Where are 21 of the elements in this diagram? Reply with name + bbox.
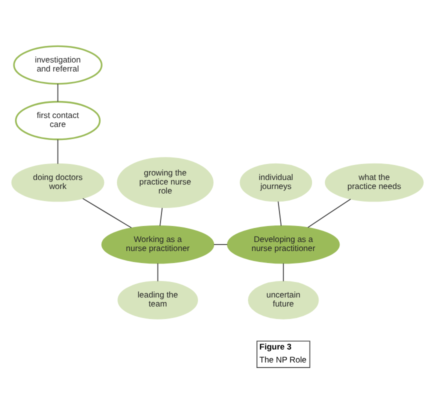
connector	[157, 262, 158, 282]
connector	[214, 244, 228, 245]
node-ellipse: what the practice needs	[324, 162, 424, 202]
node-ellipse: leading the team	[118, 280, 198, 319]
node-ellipse: first contact care	[15, 100, 101, 140]
node-ellipse: individual journeys	[240, 162, 312, 202]
label: The NP Role	[259, 355, 307, 364]
connector	[82, 198, 132, 228]
node-ellipse: growing the practice nurse role	[116, 156, 214, 208]
connector	[57, 82, 58, 102]
connector	[282, 262, 284, 282]
connector	[160, 206, 163, 226]
node-ellipse: doing doctors work	[11, 162, 104, 202]
node-ellipse: Working as a nurse practitioner	[101, 224, 214, 264]
label: Figure 3	[259, 342, 292, 351]
node-ellipse: Developing as a nurse practitioner	[226, 224, 340, 264]
connector	[307, 198, 352, 228]
connector	[278, 200, 282, 226]
connector	[57, 138, 58, 164]
node-ellipse: uncertain future	[248, 280, 319, 319]
node-ellipse: investigation and referral	[13, 44, 102, 84]
